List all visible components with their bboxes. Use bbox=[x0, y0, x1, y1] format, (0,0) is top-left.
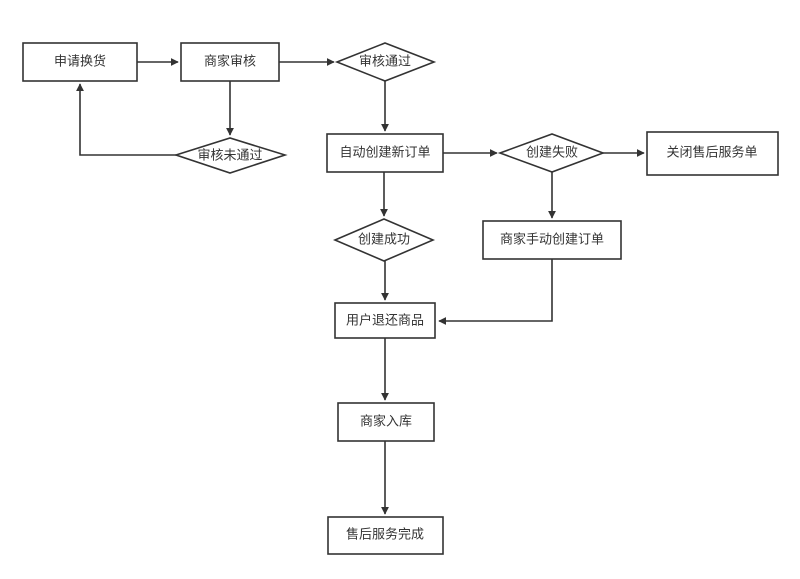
node-label: 审核未通过 bbox=[197, 149, 262, 164]
node-label: 自动创建新订单 bbox=[339, 145, 430, 161]
node-label: 申请换货 bbox=[54, 54, 106, 70]
node-apply-exchange: 申请换货 bbox=[22, 42, 138, 82]
node-label: 关闭售后服务单 bbox=[666, 145, 757, 161]
edges bbox=[76, 58, 645, 515]
node-auto-create-order: 自动创建新订单 bbox=[326, 133, 444, 173]
node-merchant-review: 商家审核 bbox=[180, 42, 280, 82]
edge-failed-to-apply bbox=[76, 83, 176, 156]
node-close-aftersale: 关闭售后服务单 bbox=[646, 131, 779, 176]
decision-diamond bbox=[334, 42, 437, 82]
node-label: 商家审核 bbox=[204, 54, 256, 70]
node-label: 审核通过 bbox=[359, 55, 411, 70]
process-box bbox=[337, 402, 435, 442]
process-box bbox=[22, 42, 138, 82]
node-manual-create-order: 商家手动创建订单 bbox=[482, 220, 622, 260]
node-label: 商家手动创建订单 bbox=[500, 232, 604, 248]
node-review-passed: 审核通过 bbox=[334, 42, 437, 82]
process-box bbox=[180, 42, 280, 82]
node-label: 商家入库 bbox=[360, 414, 412, 430]
node-merchant-stock-in: 商家入库 bbox=[337, 402, 435, 442]
node-user-return: 用户退还商品 bbox=[334, 302, 436, 339]
process-box bbox=[482, 220, 622, 260]
node-create-success: 创建成功 bbox=[332, 218, 436, 262]
node-aftersale-complete: 售后服务完成 bbox=[327, 516, 444, 555]
process-box bbox=[334, 302, 436, 339]
node-review-failed: 审核未通过 bbox=[173, 137, 288, 174]
node-label: 用户退还商品 bbox=[346, 313, 424, 329]
edge-manual-to-return bbox=[438, 259, 553, 325]
decision-diamond bbox=[497, 133, 606, 173]
process-box bbox=[327, 516, 444, 555]
node-label: 创建失败 bbox=[526, 146, 578, 161]
decision-diamond bbox=[173, 137, 288, 174]
process-box bbox=[326, 133, 444, 173]
node-label: 售后服务完成 bbox=[346, 527, 424, 543]
process-box bbox=[646, 131, 779, 176]
node-create-failed: 创建失败 bbox=[497, 133, 606, 173]
node-label: 创建成功 bbox=[358, 233, 410, 248]
decision-diamond bbox=[332, 218, 436, 262]
